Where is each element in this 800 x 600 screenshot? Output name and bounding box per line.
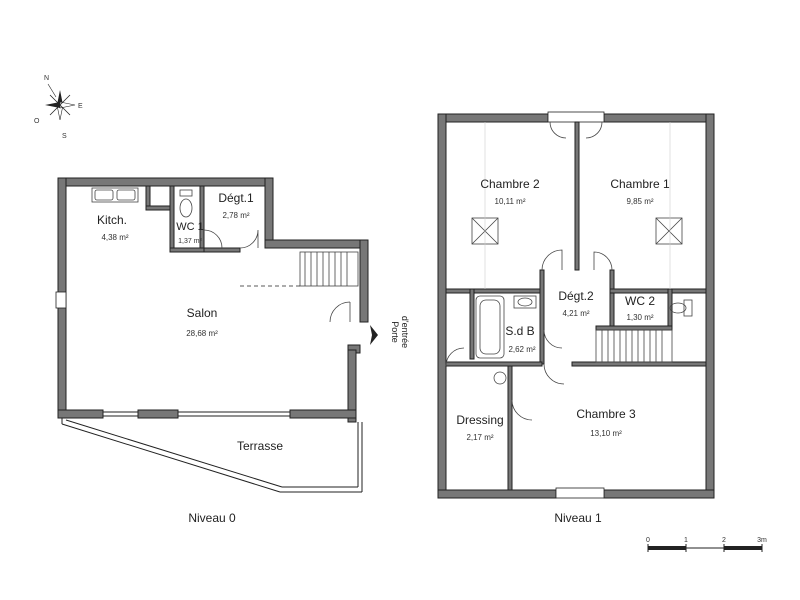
room-salon-area: 28,68 m² <box>186 329 218 338</box>
room-sdb-area: 2,62 m² <box>508 345 535 354</box>
room-terrasse-name: Terrasse <box>237 439 283 453</box>
entrance-label-line1: Porte <box>390 321 400 343</box>
room-chambre3-area: 13,10 m² <box>590 429 622 438</box>
staircase-niveau-1 <box>595 329 673 363</box>
room-degt1-name: Dégt.1 <box>218 191 254 205</box>
niveau-0-label: Niveau 0 <box>188 511 236 525</box>
scale-tick-1: 1 <box>684 537 688 544</box>
skylight-chambre-1 <box>655 217 683 245</box>
room-kitchen-name: Kitch. <box>97 213 127 227</box>
compass-n-label: N <box>44 75 49 82</box>
room-chambre2-area: 10,11 m² <box>495 197 526 206</box>
room-wc2-area: 1,30 m² <box>626 313 653 322</box>
room-chambre1-area: 9,85 m² <box>626 197 653 206</box>
terrace-outline <box>61 418 363 493</box>
room-chambre3-name: Chambre 3 <box>576 407 636 421</box>
room-degt2-area: 4,21 m² <box>562 309 589 318</box>
room-sdb-name: S.d B <box>505 324 534 338</box>
room-wc1-area: 1,37 m² <box>178 238 202 245</box>
compass-rose-icon: N E S O <box>34 75 83 140</box>
scale-tick-0: 0 <box>646 537 650 544</box>
compass-s-label: S <box>62 133 67 140</box>
scale-bar: 0 1 2 3m <box>646 537 767 552</box>
room-wc1-name: WC 1 <box>176 221 204 233</box>
room-degt1-area: 2,78 m² <box>222 211 249 220</box>
room-wc2-name: WC 2 <box>625 294 655 308</box>
room-salon-name: Salon <box>187 306 218 320</box>
room-dressing-name: Dressing <box>456 413 503 427</box>
scale-tick-2: 2 <box>722 537 726 544</box>
niveau-0-plan: Kitch. 4,38 m² WC 1 1,37 m² Dégt.1 2,78 … <box>55 177 410 525</box>
entrance-label-line2: d'entrée <box>400 316 410 348</box>
room-chambre1-name: Chambre 1 <box>610 177 670 191</box>
compass-e-label: E <box>78 103 83 110</box>
niveau-1-plan: Chambre 2 10,11 m² Chambre 1 9,85 m² Dég… <box>437 111 715 525</box>
room-degt2-name: Dégt.2 <box>558 289 594 303</box>
scale-tick-3: 3m <box>757 537 767 544</box>
staircase-niveau-0 <box>240 251 359 287</box>
room-chambre2-name: Chambre 2 <box>480 177 540 191</box>
room-kitchen-area: 4,38 m² <box>101 233 128 242</box>
room-dressing-area: 2,17 m² <box>466 433 493 442</box>
compass-o-label: O <box>34 118 40 125</box>
entrance-arrow-icon <box>370 325 378 345</box>
niveau-1-label: Niveau 1 <box>554 511 602 525</box>
